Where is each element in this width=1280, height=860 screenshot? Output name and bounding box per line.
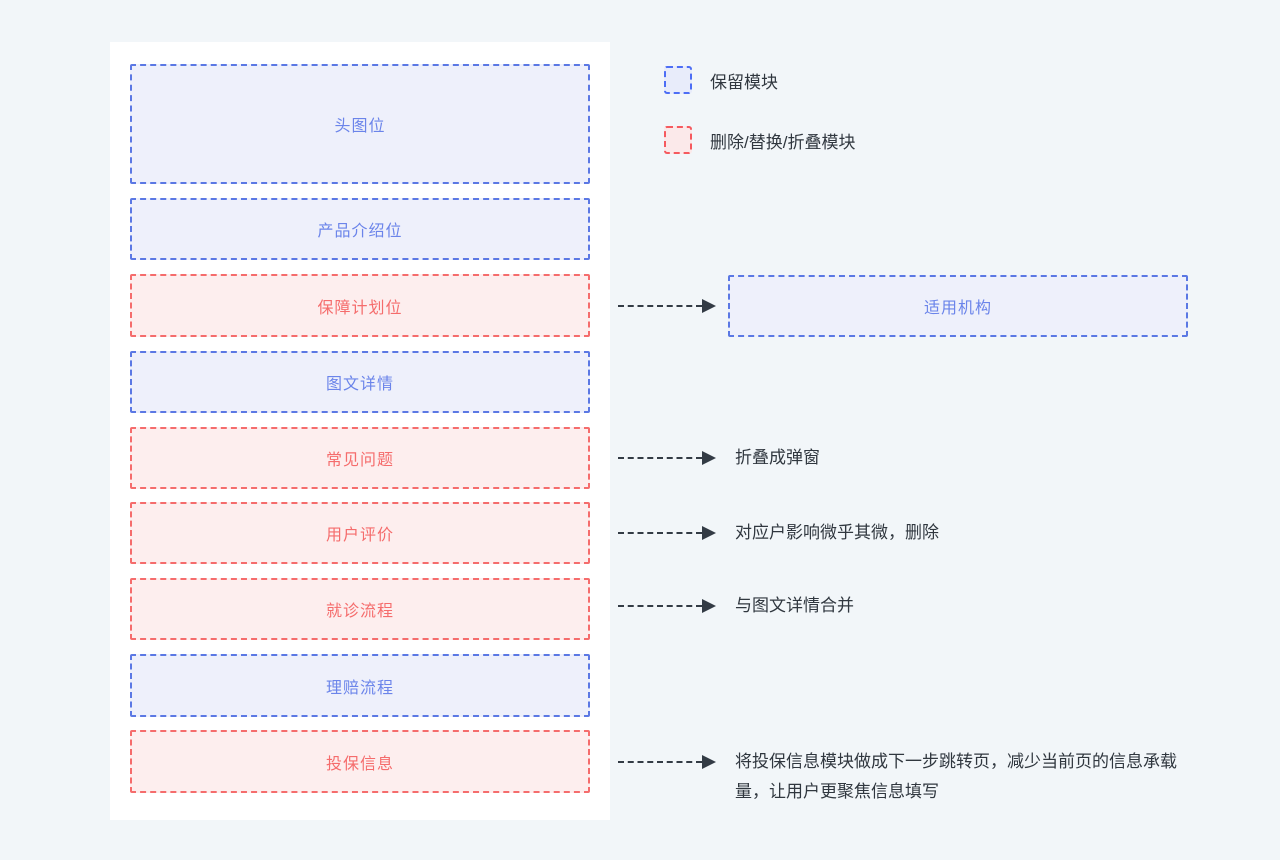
module-label: 保障计划位 [317,299,403,317]
arrow-faq-icon [618,451,716,465]
legend-item-remove: 删除/替换/折叠模块 [664,126,855,154]
module-visit-process: 就诊流程 [130,578,590,640]
arrow-visit-process-icon [618,599,716,613]
module-hero-image: 头图位 [130,64,590,184]
module-label: 投保信息 [325,755,394,773]
legend-label: 保留模块 [710,72,778,92]
arrow-application-info-icon [618,755,716,769]
module-coverage-plan: 保障计划位 [130,274,590,337]
module-label: 头图位 [334,118,386,135]
annotation-application-info: 将投保信息模块做成下一步跳转页，减少当前页的信息承载量，让用户更聚焦信息填写 [735,752,1177,801]
module-faq: 常见问题 [130,427,590,489]
module-label: 用户评价 [325,527,394,544]
module-label: 常见问题 [325,452,394,469]
module-user-reviews: 用户评价 [130,502,590,564]
annotation-user-reviews: 对应户影响微乎其微，删除 [735,523,939,542]
module-label: 适用机构 [923,300,992,317]
legend: 保留模块 删除/替换/折叠模块 [664,66,855,154]
arrow-user-reviews-icon [618,526,716,540]
module-product-intro: 产品介绍位 [130,198,590,260]
arrow-coverage-plan-icon [618,299,716,313]
legend-label: 删除/替换/折叠模块 [710,132,856,152]
module-label: 产品介绍位 [317,223,403,240]
keep-swatch-icon [664,66,692,94]
annotation-faq: 折叠成弹窗 [735,448,820,467]
module-claims-process: 理赔流程 [130,654,590,717]
module-label: 理赔流程 [325,679,394,697]
module-application-info: 投保信息 [130,730,590,793]
remove-swatch-icon [664,126,692,154]
module-label: 就诊流程 [325,603,394,620]
annotation-visit-process: 与图文详情合并 [735,596,854,615]
module-applicable-institutions: 适用机构 [728,275,1188,337]
legend-item-keep: 保留模块 [664,66,855,94]
module-label: 图文详情 [325,376,394,393]
module-image-text-detail: 图文详情 [130,351,590,413]
